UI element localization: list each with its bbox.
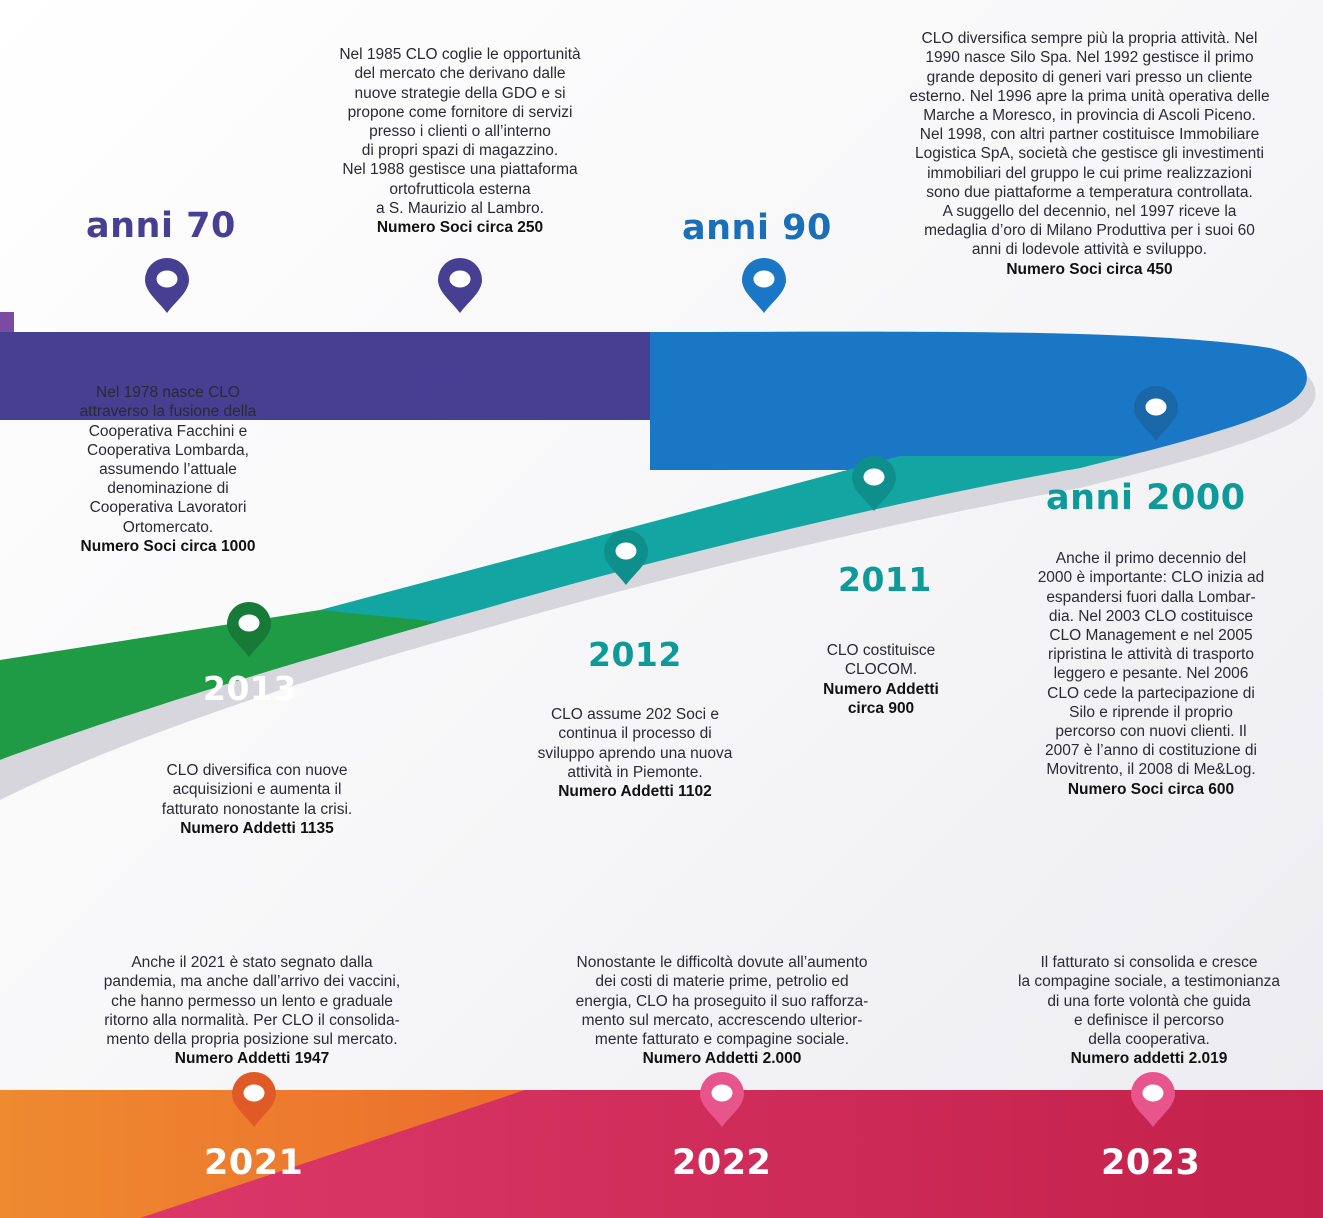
pin-anni-80-icon [438, 258, 482, 313]
text-anni-90-body: CLO diversifica sempre più la propria at… [909, 30, 1270, 259]
text-2011-stat: Numero Addetti circa 900 [823, 680, 939, 717]
text-anni-70: Nel 1978 nasce CLO attraverso la fusione… [30, 364, 306, 575]
text-2013-body: CLO diversifica con nuove acquisizioni e… [161, 762, 353, 818]
pin-anni-70-icon [145, 257, 189, 313]
heading-2022: 2022 [672, 1143, 772, 1183]
text-2012: CLO assume 202 Soci e continua il proces… [494, 686, 776, 820]
ribbon-shadow [0, 331, 1316, 800]
text-2013: CLO diversifica con nuove acquisizioni e… [112, 742, 402, 857]
heading-2023: 2023 [1101, 1143, 1201, 1183]
text-anni-80-stat: Numero Soci circa 250 [376, 219, 544, 237]
text-2022-body: Nonostante le difficoltà dovute all’aume… [575, 954, 869, 1049]
text-anni-90-stat: Numero Soci circa 450 [1006, 260, 1173, 278]
heading-2021: 2021 [204, 1143, 304, 1183]
text-anni-2000-body: Anche il primo decennio del 2000 è impor… [1037, 550, 1265, 779]
pin-2011-icon [852, 456, 896, 511]
text-2022: Nonostante le difficoltà dovute all’aume… [512, 934, 932, 1088]
text-2023-body: Il fatturato si consolida e cresce la co… [1018, 954, 1280, 1049]
heading-2013: 2013 [203, 669, 297, 708]
text-2021: Anche il 2021 è stato segnato dalla pand… [42, 934, 462, 1088]
heading-anni-90: anni 90 [682, 208, 832, 248]
heading-anni-80: anni 80 [378, 360, 528, 400]
heading-2011: 2011 [838, 560, 932, 599]
heading-anni-70: anni 70 [86, 206, 236, 246]
text-2023-stat: Numero addetti 2.019 [1070, 1050, 1228, 1068]
text-2023: Il fatturato si consolida e cresce la co… [975, 934, 1323, 1088]
heading-anni-2000: anni 2000 [1046, 478, 1246, 518]
text-anni-80: Nel 1985 CLO coglie le opportunità del m… [290, 26, 630, 256]
text-2022-stat: Numero Addetti 2.000 [642, 1050, 802, 1068]
text-anni-70-body: Nel 1978 nasce CLO attraverso la fusione… [79, 384, 257, 536]
pin-2021-icon [232, 1072, 276, 1127]
pin-anni-2000-icon [1134, 386, 1178, 441]
text-2012-stat: Numero Addetti 1102 [558, 783, 712, 801]
pin-2013-icon [227, 602, 271, 657]
text-2011-body: CLO costituisce CLOCOM. [826, 642, 936, 679]
text-2012-body: CLO assume 202 Soci e continua il proces… [537, 706, 733, 781]
pin-2012-icon [604, 530, 648, 585]
text-anni-80-body: Nel 1985 CLO coglie le opportunità del m… [339, 46, 581, 217]
text-anni-2000-stat: Numero Soci circa 600 [1067, 780, 1235, 798]
text-anni-2000: Anche il primo decennio del 2000 è impor… [986, 530, 1316, 818]
text-anni-70-stat: Numero Soci circa 1000 [80, 537, 256, 555]
text-2013-stat: Numero Addetti 1135 [180, 819, 334, 837]
pin-2022-icon [700, 1072, 744, 1127]
bottom-band-orange [0, 1090, 525, 1218]
text-2021-stat: Numero Addetti 1947 [174, 1050, 330, 1068]
text-2021-body: Anche il 2021 è stato segnato dalla pand… [103, 954, 401, 1049]
text-anni-90: CLO diversifica sempre più la propria at… [856, 10, 1323, 298]
heading-2012: 2012 [588, 635, 682, 674]
text-2011: CLO costituisce CLOCOM. Numero Addetti c… [790, 622, 972, 737]
pin-2023-icon [1131, 1072, 1175, 1127]
pin-anni-90-icon [742, 258, 786, 313]
